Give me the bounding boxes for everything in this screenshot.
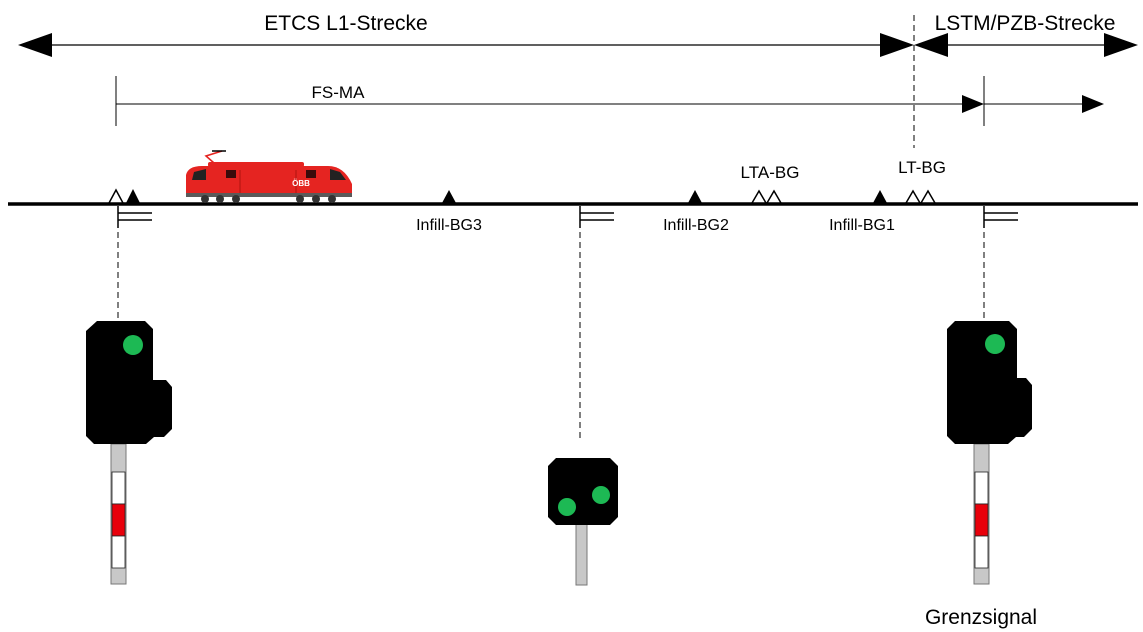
signal-2-mast bbox=[575, 523, 588, 586]
lstm-pzb-section-arrow bbox=[914, 33, 1138, 57]
fs-ma-label: FS-MA bbox=[312, 83, 366, 102]
signal-1 bbox=[86, 321, 172, 585]
signal-marker-2-icon bbox=[579, 206, 614, 228]
signal-3-green-lamp-icon bbox=[985, 334, 1005, 354]
signal-1-mast-red-stripe bbox=[111, 503, 126, 537]
lt-bg-label: LT-BG bbox=[898, 158, 946, 177]
signal-2 bbox=[548, 458, 618, 586]
infill-bg3-label: Infill-BG3 bbox=[416, 217, 482, 234]
signal-1-green-lamp-icon bbox=[123, 335, 143, 355]
infill-bg1-label: Infill-BG1 bbox=[829, 217, 895, 234]
balise-hollow-icon bbox=[107, 188, 125, 204]
signal-2-green-lamp-upper-icon bbox=[592, 486, 610, 504]
signal-3 bbox=[947, 321, 1032, 585]
fs-ma-arrow bbox=[115, 76, 1104, 126]
infill-bg2-label: Infill-BG2 bbox=[663, 217, 729, 234]
balise-lt-bg-icon bbox=[904, 189, 937, 204]
balise-infill-bg2-icon bbox=[688, 190, 702, 203]
balise-infill-bg1-icon bbox=[873, 190, 887, 203]
signal-3-head bbox=[947, 321, 1032, 444]
signal-marker-1-icon bbox=[117, 206, 152, 228]
etcs-l1-section-label: ETCS L1-Strecke bbox=[264, 12, 427, 35]
signal-1-head bbox=[86, 321, 172, 444]
balise-lta-bg-icon bbox=[750, 189, 783, 204]
balise-filled-icon bbox=[126, 189, 140, 203]
signal-marker-3-icon bbox=[983, 206, 1018, 228]
lta-bg-label: LTA-BG bbox=[741, 163, 800, 182]
boundary-signal-label: Grenzsignal bbox=[925, 606, 1037, 629]
locomotive-icon bbox=[186, 150, 352, 203]
balise-infill-bg3-icon bbox=[442, 190, 456, 203]
signal-2-green-lamp-lower-icon bbox=[558, 498, 576, 516]
lstm-pzb-section-label: LSTM/PZB-Strecke bbox=[935, 12, 1116, 35]
signal-3-mast-red-stripe bbox=[974, 503, 989, 537]
locomotive-marking: ÖBB bbox=[292, 179, 310, 188]
etcs-l1-section-arrow bbox=[18, 33, 914, 57]
